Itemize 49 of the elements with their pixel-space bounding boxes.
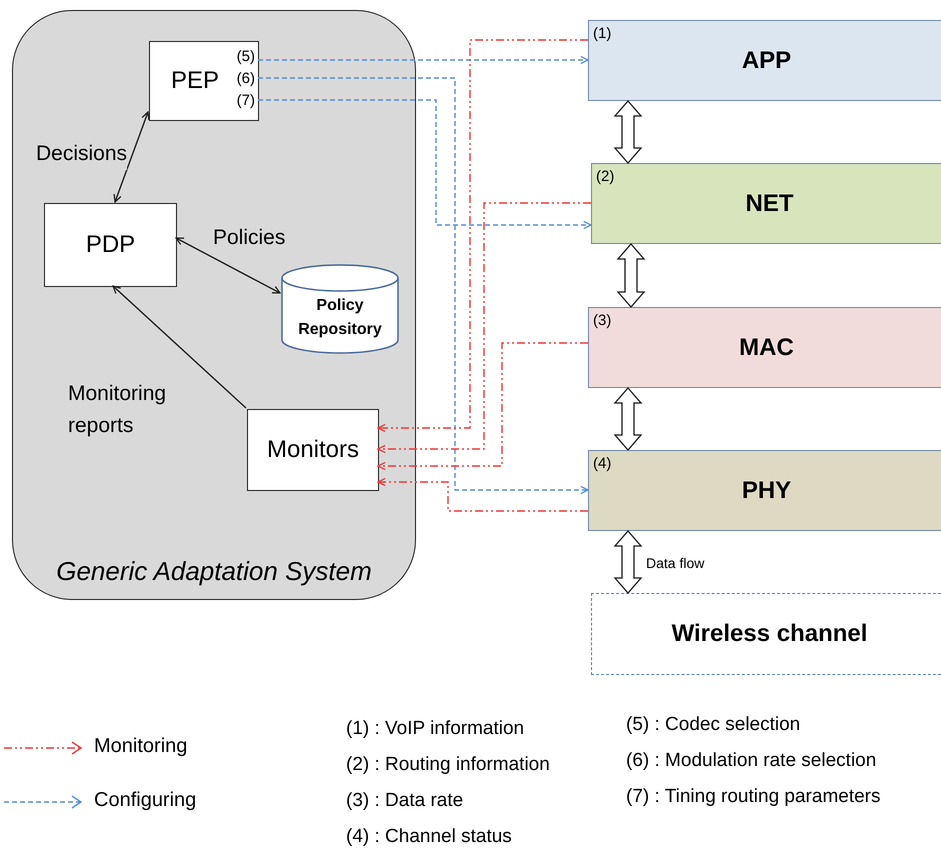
arrow: [112, 285, 246, 409]
legend-label: Monitoring: [94, 735, 188, 758]
box-label: PDP: [84, 231, 136, 259]
legend-note: (4) : Channel status: [346, 826, 512, 848]
port-number: (1): [593, 25, 612, 42]
layer-label: PHY: [740, 477, 792, 505]
component-box: [247, 409, 379, 491]
layer-label: APP: [740, 47, 792, 75]
double-arrow: [614, 387, 642, 451]
box-label: Monitors: [266, 436, 360, 464]
component-box: [44, 203, 177, 287]
signal-arrow: [258, 77, 589, 494]
double-arrow: [614, 530, 642, 594]
arrow: [175, 237, 281, 294]
signal-arrow: [258, 56, 589, 64]
double-arrow: [614, 100, 642, 164]
layer-box: [591, 163, 941, 244]
legend-label: Configuring: [94, 789, 196, 812]
legend-note: (7) : Tining routing parameters: [626, 786, 881, 808]
layer-box: [588, 450, 941, 531]
arrow: [113, 111, 150, 203]
port-number: (3): [593, 312, 612, 329]
signal-arrow: [258, 99, 592, 230]
legend-note: (1) : VoIP information: [346, 718, 524, 740]
signal-arrow: [377, 342, 588, 470]
double-arrow: [616, 243, 646, 308]
port-number: (7): [236, 92, 255, 109]
panel-title: Generic Adaptation System: [55, 556, 373, 587]
system-panel: [12, 10, 416, 600]
legend-note: (2) : Routing information: [346, 754, 550, 776]
layer-box: [588, 20, 941, 101]
layer-label: MAC: [738, 334, 795, 362]
channel-label: Wireless channel: [670, 620, 868, 648]
channel-box: [591, 593, 941, 675]
layer-box: [588, 307, 941, 388]
component-box: [149, 41, 259, 121]
layer-label: NET: [744, 190, 794, 218]
box-label: Policy Repository: [297, 296, 383, 340]
box-label: PEP: [170, 67, 220, 95]
legend-note: (3) : Data rate: [346, 790, 464, 812]
signal-arrow: [377, 39, 588, 432]
legend-note: (6) : Modulation rate selection: [626, 750, 876, 772]
port-number: (4): [593, 455, 612, 472]
port-number: (6): [236, 70, 255, 87]
signal-arrow: [377, 478, 588, 512]
legend-note: (5) : Codec selection: [626, 714, 800, 736]
port-number: (2): [596, 168, 614, 185]
port-number: (5): [236, 48, 255, 65]
signal-arrow: [377, 202, 591, 454]
